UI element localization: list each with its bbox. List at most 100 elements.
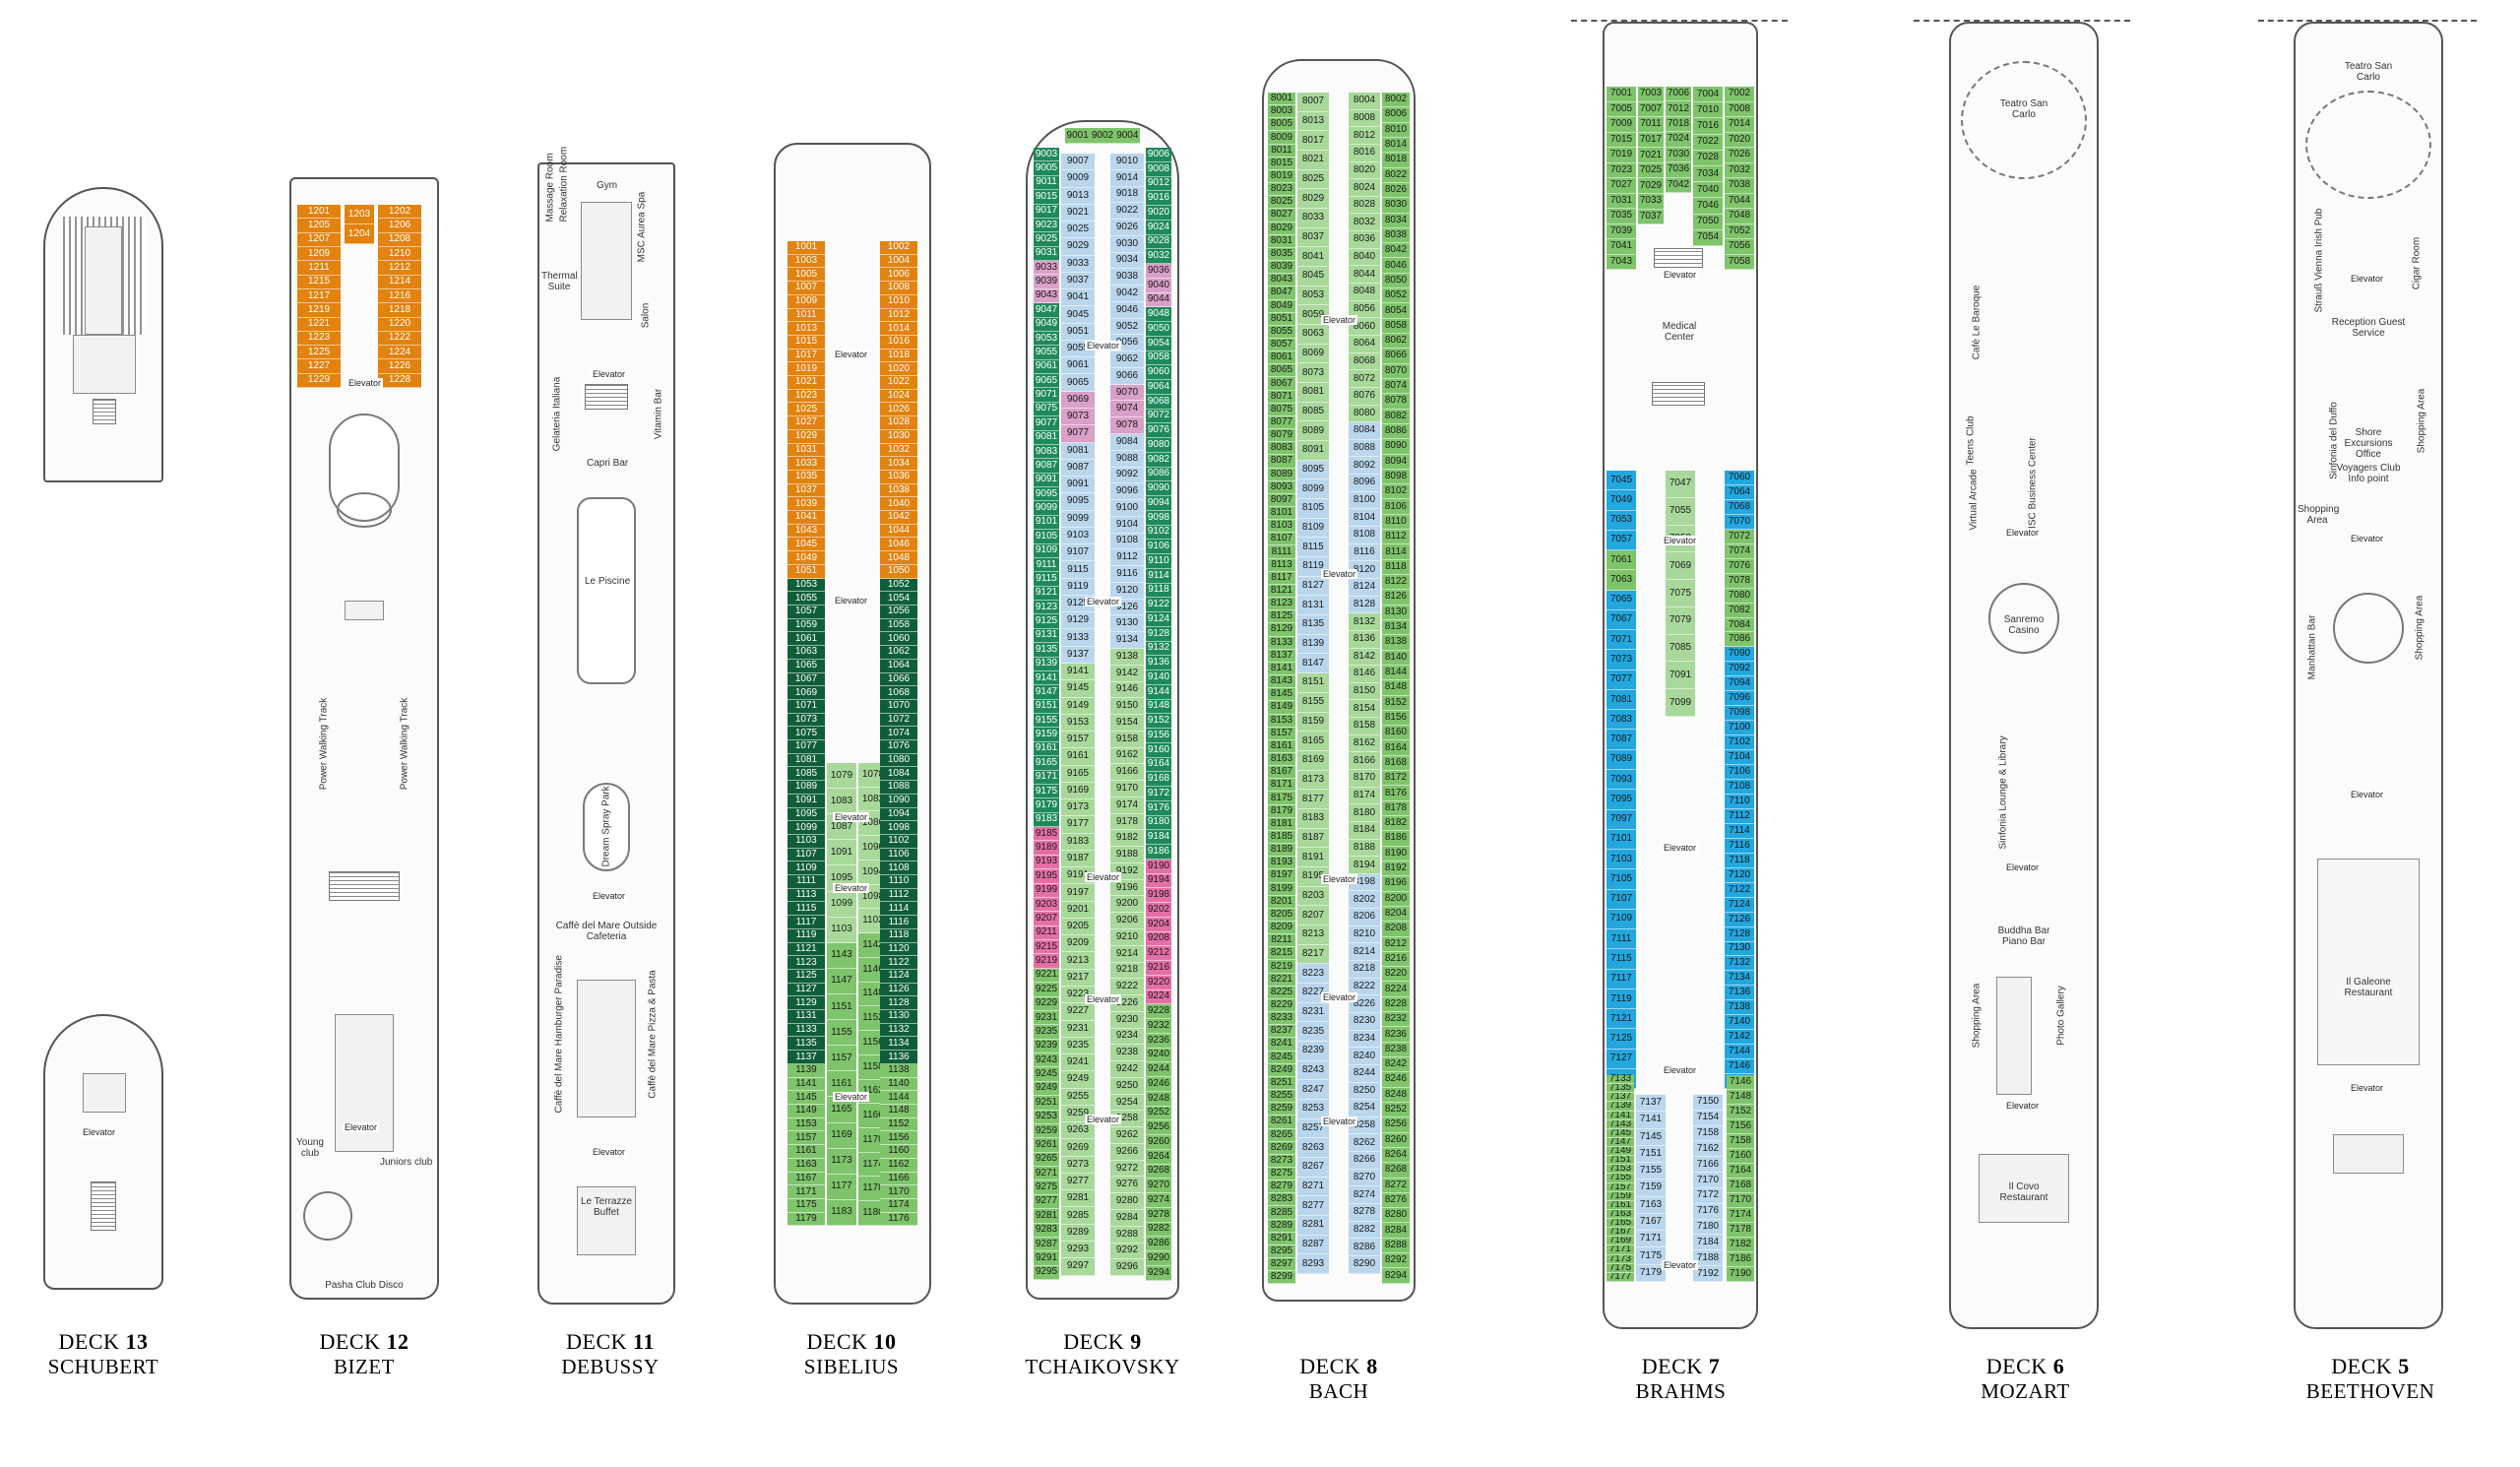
- cabin-1139[interactable]: 1139: [788, 1063, 825, 1078]
- cabin-8021[interactable]: 8021: [1297, 151, 1329, 170]
- cabin-7137[interactable]: 7137: [1636, 1095, 1666, 1113]
- cabin-7125[interactable]: 7125: [1606, 1029, 1636, 1050]
- cabin-1012[interactable]: 1012: [880, 308, 917, 323]
- cabin-7060[interactable]: 7060: [1725, 471, 1754, 485]
- cabin-9207[interactable]: 9207: [1034, 912, 1059, 926]
- cabin-1023[interactable]: 1023: [788, 389, 825, 404]
- cabin-1019[interactable]: 1019: [788, 362, 825, 377]
- cabin-9203[interactable]: 9203: [1034, 897, 1059, 913]
- cabin-8271[interactable]: 8271: [1297, 1177, 1329, 1197]
- cabin-1024[interactable]: 1024: [880, 389, 917, 404]
- cabin-9164[interactable]: 9164: [1146, 757, 1171, 773]
- cabin-8169[interactable]: 8169: [1297, 750, 1329, 771]
- cabin-9232[interactable]: 9232: [1146, 1019, 1171, 1034]
- cabin-9153[interactable]: 9153: [1061, 714, 1095, 733]
- cabin-1110[interactable]: 1110: [880, 875, 917, 889]
- cabin-1222[interactable]: 1222: [378, 331, 421, 347]
- cabin-9043[interactable]: 9043: [1034, 288, 1059, 304]
- cabin-8064[interactable]: 8064: [1349, 335, 1380, 353]
- cabin-7018[interactable]: 7018: [1666, 116, 1691, 133]
- cabin-9160[interactable]: 9160: [1146, 742, 1171, 758]
- cabin-8124[interactable]: 8124: [1349, 578, 1380, 597]
- cabin-9013[interactable]: 9013: [1061, 187, 1095, 205]
- cabin-9046[interactable]: 9046: [1110, 301, 1144, 319]
- cabin-7055[interactable]: 7055: [1666, 497, 1695, 526]
- cabin-8214[interactable]: 8214: [1349, 943, 1380, 962]
- cabin-8172[interactable]: 8172: [1382, 771, 1410, 787]
- cabin-9165[interactable]: 9165: [1061, 765, 1095, 783]
- cabin-8235[interactable]: 8235: [1297, 1022, 1329, 1042]
- cabin-9252[interactable]: 9252: [1146, 1106, 1171, 1121]
- cabin-1163[interactable]: 1163: [788, 1158, 825, 1173]
- cabin-1013[interactable]: 1013: [788, 322, 825, 336]
- cabin-8282[interactable]: 8282: [1349, 1221, 1380, 1240]
- cabin-1033[interactable]: 1033: [788, 457, 825, 471]
- cabin-9152[interactable]: 9152: [1146, 714, 1171, 729]
- cabin-7154[interactable]: 7154: [1693, 1110, 1723, 1126]
- cabin-9173[interactable]: 9173: [1061, 799, 1095, 817]
- cabin-7057[interactable]: 7057: [1606, 530, 1636, 551]
- cabin-8179[interactable]: 8179: [1268, 804, 1295, 818]
- cabin-9051[interactable]: 9051: [1061, 323, 1095, 341]
- cabin-7130[interactable]: 7130: [1725, 941, 1754, 957]
- cabin-9091[interactable]: 9091: [1061, 477, 1095, 494]
- cabin-8182[interactable]: 8182: [1382, 816, 1410, 832]
- cabin-8260[interactable]: 8260: [1382, 1132, 1410, 1148]
- cabin-8294[interactable]: 8294: [1382, 1268, 1410, 1284]
- cabin-1060[interactable]: 1060: [880, 632, 917, 647]
- cabin-8147[interactable]: 8147: [1297, 654, 1329, 674]
- cabin-8061[interactable]: 8061: [1268, 351, 1295, 365]
- cabin-7011[interactable]: 7011: [1638, 117, 1664, 133]
- cabin-8035[interactable]: 8035: [1268, 247, 1295, 262]
- cabin-9065[interactable]: 9065: [1061, 374, 1095, 392]
- cabin-7168[interactable]: 7168: [1727, 1179, 1754, 1193]
- cabin-9171[interactable]: 9171: [1034, 770, 1059, 785]
- cabin-9291[interactable]: 9291: [1034, 1251, 1059, 1266]
- cabin-9129[interactable]: 9129: [1061, 612, 1095, 630]
- cabin-9242[interactable]: 9242: [1110, 1061, 1144, 1078]
- cabin-1129[interactable]: 1129: [788, 996, 825, 1011]
- cabin-7120[interactable]: 7120: [1725, 867, 1754, 883]
- cabin-8264[interactable]: 8264: [1382, 1147, 1410, 1164]
- cabin-9269[interactable]: 9269: [1061, 1139, 1095, 1157]
- cabin-1044[interactable]: 1044: [880, 524, 917, 539]
- cabin-7029[interactable]: 7029: [1638, 178, 1664, 194]
- cabin-1062[interactable]: 1062: [880, 646, 917, 660]
- cabin-8052[interactable]: 8052: [1382, 288, 1410, 304]
- cabin-8267[interactable]: 8267: [1297, 1157, 1329, 1178]
- cabin-7158[interactable]: 7158: [1727, 1134, 1754, 1149]
- cabin-8174[interactable]: 8174: [1349, 787, 1380, 805]
- cabin-9141[interactable]: 9141: [1061, 663, 1095, 681]
- cabin-9183[interactable]: 9183: [1061, 833, 1095, 851]
- cabin-9141[interactable]: 9141: [1034, 670, 1059, 686]
- cabin-9217[interactable]: 9217: [1061, 969, 1095, 988]
- cabin-7070[interactable]: 7070: [1725, 514, 1754, 530]
- cabin-7161[interactable]: 7161: [1606, 1200, 1634, 1210]
- cabin-8150[interactable]: 8150: [1349, 682, 1380, 701]
- cabin-9054[interactable]: 9054: [1146, 336, 1171, 351]
- cabin-1025[interactable]: 1025: [788, 403, 825, 417]
- cabin-7015[interactable]: 7015: [1606, 132, 1636, 148]
- cabin-8295[interactable]: 8295: [1268, 1244, 1295, 1259]
- cabin-7072[interactable]: 7072: [1725, 529, 1754, 544]
- cabin-1136[interactable]: 1136: [880, 1051, 917, 1064]
- cabin-9036[interactable]: 9036: [1146, 264, 1171, 279]
- cabin-8168[interactable]: 8168: [1382, 755, 1410, 772]
- cabin-8071[interactable]: 8071: [1268, 390, 1295, 404]
- cabin-7082[interactable]: 7082: [1725, 603, 1754, 618]
- cabin-7138[interactable]: 7138: [1725, 1000, 1754, 1016]
- cabin-8106[interactable]: 8106: [1382, 499, 1410, 515]
- cabin-1114[interactable]: 1114: [880, 902, 917, 917]
- cabin-8048[interactable]: 8048: [1349, 284, 1380, 301]
- cabin-8161[interactable]: 8161: [1268, 739, 1295, 753]
- cabin-8242[interactable]: 8242: [1382, 1057, 1410, 1073]
- cabin-7179[interactable]: 7179: [1636, 1264, 1666, 1282]
- cabin-8137[interactable]: 8137: [1268, 649, 1295, 663]
- cabin-9229[interactable]: 9229: [1034, 996, 1059, 1011]
- cabin-9271[interactable]: 9271: [1034, 1167, 1059, 1181]
- cabin-7005[interactable]: 7005: [1606, 101, 1636, 117]
- cabin-8279[interactable]: 8279: [1268, 1180, 1295, 1194]
- cabin-8218[interactable]: 8218: [1349, 961, 1380, 979]
- cabin-7090[interactable]: 7090: [1725, 647, 1754, 663]
- cabin-1088[interactable]: 1088: [880, 781, 917, 795]
